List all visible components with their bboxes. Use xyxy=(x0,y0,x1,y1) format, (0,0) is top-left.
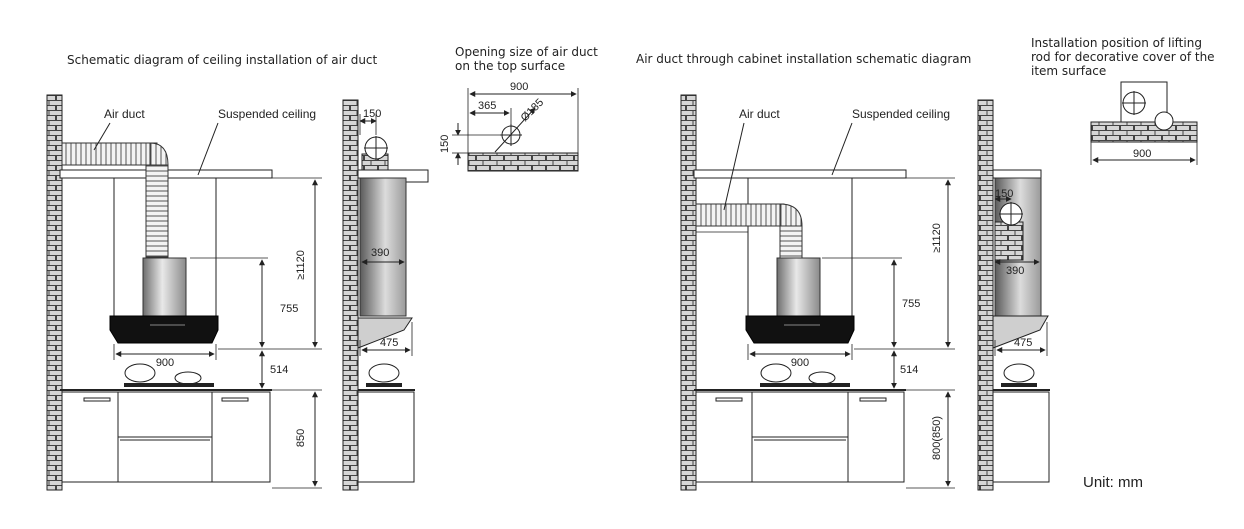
suspended-ceiling-board-2 xyxy=(693,169,907,179)
opening-title-line2: on the top surface xyxy=(455,59,566,73)
opening-size-title: Opening size of air duct on the top surf… xyxy=(455,45,598,73)
suspended-ceiling-label: Suspended ceiling xyxy=(218,107,316,121)
item-surface xyxy=(1090,121,1198,143)
dim-hood-width-2: 900 xyxy=(791,357,809,369)
dim-hood-depth-2: 475 xyxy=(1014,337,1032,349)
pan-icon-2 xyxy=(808,371,836,385)
dim-opening-depth: 150 xyxy=(439,135,451,153)
suspended-ceiling-label-2: Suspended ceiling xyxy=(852,107,950,121)
cabinet-diagram-title: Air duct through cabinet installation sc… xyxy=(636,52,972,66)
side-wall xyxy=(342,99,359,491)
dim-duct-space: 390 xyxy=(371,247,389,259)
cabinet-front-view: Air duct Suspended ceiling 900 755 514 ≥… xyxy=(680,94,955,491)
air-duct xyxy=(61,142,158,166)
ceiling-side-view: 150 390 475 xyxy=(342,99,429,491)
hood-glass-panel-2 xyxy=(745,315,855,344)
dim-opening-from-wall: 365 xyxy=(478,100,496,112)
dim-hood-depth: 475 xyxy=(380,337,398,349)
opening-title-line1: Opening size of air duct xyxy=(455,45,598,59)
cabinet-side-view: 150 390 475 xyxy=(977,99,1050,491)
pot-icon xyxy=(124,363,156,383)
pot-icon-2 xyxy=(760,363,792,383)
dim-cover-height: 755 xyxy=(280,303,298,315)
dim-hood-to-stove: 514 xyxy=(270,364,288,376)
air-duct-label-2: Air duct xyxy=(739,107,780,121)
pan-icon xyxy=(174,371,202,385)
lifting-title-line1: Installation position of lifting xyxy=(1031,36,1202,50)
dim-opening-width: 900 xyxy=(510,81,528,93)
wall xyxy=(46,94,63,491)
ceiling-front-view: Air duct Suspended ceiling 900 755 514 ≥… xyxy=(46,94,322,491)
dim-hood-to-stove-2: 514 xyxy=(900,364,918,376)
unit-label: Unit: mm xyxy=(1083,474,1143,491)
hood-glass-panel xyxy=(109,315,219,344)
dim-duct-space-2: 390 xyxy=(1006,265,1024,277)
opening-size-view: 900 365 Ø185 150 xyxy=(439,81,579,172)
dim-counter-height-alt: 800(850) xyxy=(931,416,943,460)
ceiling-leader xyxy=(197,122,219,176)
air-duct-label: Air duct xyxy=(104,107,145,121)
lifting-rod-view: 900 xyxy=(1090,81,1198,165)
dim-hood-width: 900 xyxy=(156,357,174,369)
side-pot-icon xyxy=(368,363,400,383)
dim-side-offset-2: 150 xyxy=(995,188,1013,200)
wall-2 xyxy=(680,94,697,491)
dim-opening-diameter: Ø185 xyxy=(519,97,547,125)
dim-cover-height-2: 755 xyxy=(902,298,920,310)
lifting-rod-title: Installation position of lifting rod for… xyxy=(1031,36,1215,78)
top-surface xyxy=(467,152,579,172)
lifting-title-line2: rod for decorative cover of the xyxy=(1031,50,1215,64)
rod-position-icon xyxy=(1154,111,1174,131)
dim-min-height: ≥1120 xyxy=(295,250,307,280)
side-pot-icon-2 xyxy=(1003,363,1035,383)
side-chimney xyxy=(359,177,407,317)
dim-side-offset: 150 xyxy=(363,108,381,120)
side-hood xyxy=(357,317,413,349)
ceiling-diagram-title: Schematic diagram of ceiling installatio… xyxy=(67,53,378,67)
hood-chimney-2 xyxy=(776,257,821,317)
hood-chimney xyxy=(142,257,187,317)
dim-min-height-2: ≥1120 xyxy=(931,223,943,253)
air-duct-2 xyxy=(695,203,785,227)
dim-rod-width: 900 xyxy=(1133,148,1151,160)
lifting-title-line3: item surface xyxy=(1031,64,1107,78)
side-wall-2 xyxy=(977,99,994,491)
air-duct-leader xyxy=(93,122,111,151)
dim-counter-height: 850 xyxy=(295,429,307,447)
